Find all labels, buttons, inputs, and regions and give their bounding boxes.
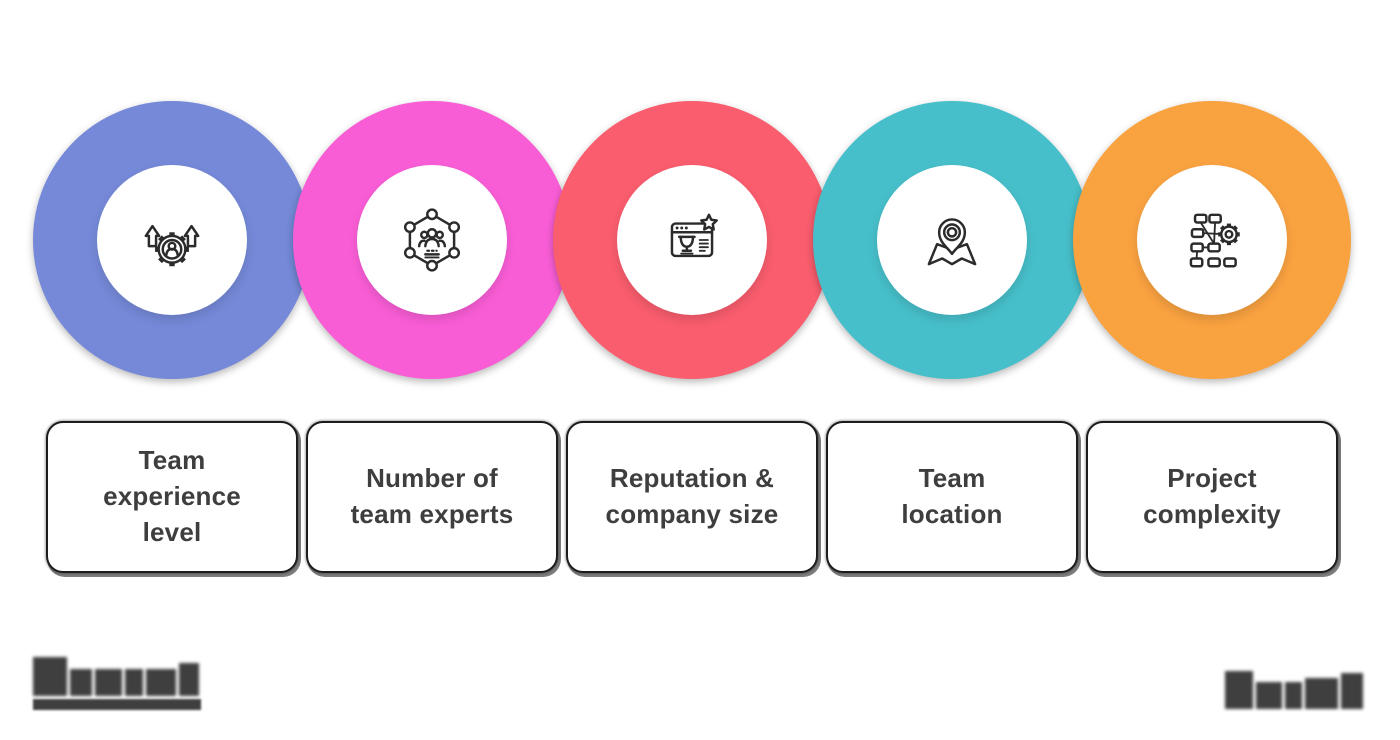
- reputation-trophy-icon: [670, 213, 718, 258]
- logo-block: [1225, 671, 1253, 709]
- growth-gear-icon: [144, 224, 200, 267]
- ring-team-location: [813, 101, 1091, 379]
- logo-block: [33, 699, 201, 710]
- ring-inner-circle: [97, 165, 247, 315]
- ring-team-experience: [33, 101, 311, 379]
- map-pin-icon: [927, 218, 977, 266]
- card-label: Project complexity: [1143, 463, 1281, 529]
- card-label: Reputation & company size: [605, 463, 779, 529]
- card-project-complexity: Project complexity: [1086, 421, 1338, 573]
- card-team-experience: Team experience level: [46, 421, 298, 573]
- logo-block: [1256, 682, 1282, 709]
- card-reputation: Reputation & company size: [566, 421, 818, 573]
- flowchart-gear-icon: [1189, 213, 1240, 268]
- logo-block: [179, 663, 199, 696]
- ring-inner-circle: [357, 165, 507, 315]
- card-label: Team experience level: [103, 445, 241, 547]
- left-logo-tagline-redacted: [33, 699, 201, 710]
- right-logo-redacted: [1225, 671, 1363, 709]
- team-network-icon: [403, 208, 461, 272]
- logo-block: [1341, 673, 1363, 709]
- ring-project-complexity: [1073, 101, 1351, 379]
- logo-block: [1285, 682, 1302, 709]
- left-logo-redacted: [33, 657, 199, 696]
- ring-reputation: [553, 101, 831, 379]
- ring-inner-circle: [877, 165, 1027, 315]
- logo-block: [1305, 678, 1338, 709]
- card-label: Team location: [901, 463, 1003, 529]
- logo-block: [146, 669, 176, 696]
- card-team-experts: Number of team experts: [306, 421, 558, 573]
- logo-block: [95, 669, 122, 696]
- logo-block: [70, 669, 92, 696]
- logo-block: [33, 657, 67, 696]
- card-label: Number of team experts: [350, 463, 514, 529]
- ring-team-experts: [293, 101, 571, 379]
- ring-inner-circle: [617, 165, 767, 315]
- ring-inner-circle: [1137, 165, 1287, 315]
- logo-block: [125, 669, 143, 696]
- card-team-location: Team location: [826, 421, 1078, 573]
